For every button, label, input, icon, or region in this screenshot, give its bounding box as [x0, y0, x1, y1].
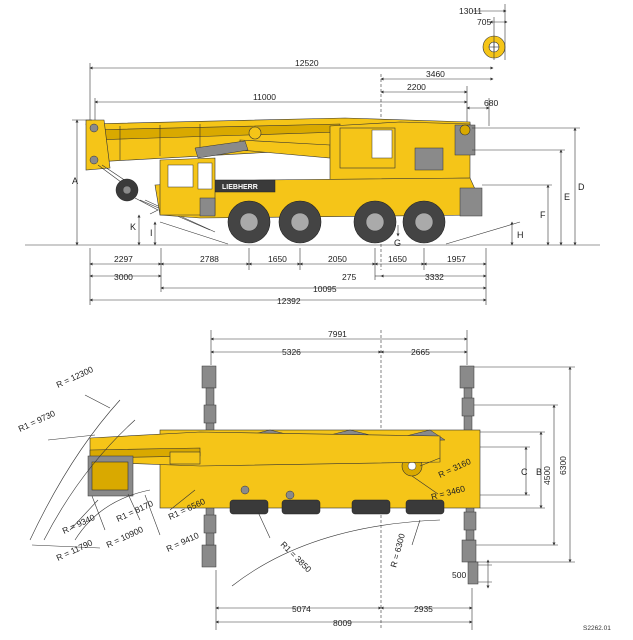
dim-2665: 2665 — [411, 347, 430, 357]
radius-R-12300: R = 12300 — [55, 364, 95, 390]
superstructure — [329, 121, 476, 181]
dim-275: 275 — [342, 272, 356, 282]
dim-8009: 8009 — [333, 618, 352, 628]
dim-11000: 11000 — [253, 92, 276, 102]
radius-R1-9730: R1 = 9730 — [17, 408, 57, 434]
dim-2050: 2050 — [328, 254, 347, 264]
dim-5074: 5074 — [292, 604, 311, 614]
dim-680: 680 — [484, 98, 498, 108]
dim-13011: 13011 — [459, 6, 482, 16]
outrigger-pads — [201, 365, 477, 568]
label-A: A — [72, 176, 78, 186]
drawing-number: S2262.01 — [583, 625, 611, 632]
dim-5326: 5326 — [282, 347, 301, 357]
radius-R-6300: R = 6300 — [388, 532, 407, 568]
label-B: B — [536, 467, 542, 477]
label-G: G — [394, 238, 401, 248]
dim-3332: 3332 — [425, 272, 444, 282]
wheels — [227, 200, 446, 244]
dim-2935: 2935 — [414, 604, 433, 614]
dim-2788: 2788 — [200, 254, 219, 264]
dim-1957: 1957 — [447, 254, 466, 264]
radius-R1-8170: R1 = 8170 — [115, 498, 155, 524]
dim-3460: 3460 — [426, 69, 445, 79]
radius-R-10900: R = 10900 — [105, 524, 145, 550]
dim-6300: 6300 — [558, 456, 568, 475]
dim-500: 500 — [452, 570, 466, 580]
label-K: K — [130, 222, 136, 232]
dim-12520: 12520 — [295, 58, 319, 68]
dim-2297: 2297 — [114, 254, 133, 264]
dim-4500: 4500 — [542, 466, 552, 485]
boom-top — [87, 431, 441, 497]
label-I: I — [150, 228, 153, 238]
label-C: C — [521, 467, 528, 477]
label-D: D — [578, 182, 585, 192]
top-view: 7991 5326 2665 — [17, 329, 575, 630]
radius-R1-3850: R1 = 3850 — [279, 539, 314, 574]
brand-logo: LIEBHERR — [222, 184, 258, 191]
dim-7991: 7991 — [328, 329, 347, 339]
dim-10095: 10095 — [313, 284, 337, 294]
dim-1650b: 1650 — [388, 254, 407, 264]
radius-R-9340: R = 9340 — [61, 512, 97, 536]
side-view: 13011 705 12520 3460 2200 11000 680 — [25, 4, 600, 306]
dim-2200: 2200 — [407, 82, 426, 92]
label-H: H — [517, 230, 524, 240]
dim-12392: 12392 — [277, 296, 301, 306]
label-E: E — [564, 192, 570, 202]
dim-3000: 3000 — [114, 272, 133, 282]
label-F: F — [540, 210, 546, 220]
dim-1650a: 1650 — [268, 254, 287, 264]
radius-R-9410: R = 9410 — [165, 530, 201, 554]
radius-R-11790: R = 11790 — [55, 537, 95, 563]
dim-705: 705 — [477, 17, 491, 27]
